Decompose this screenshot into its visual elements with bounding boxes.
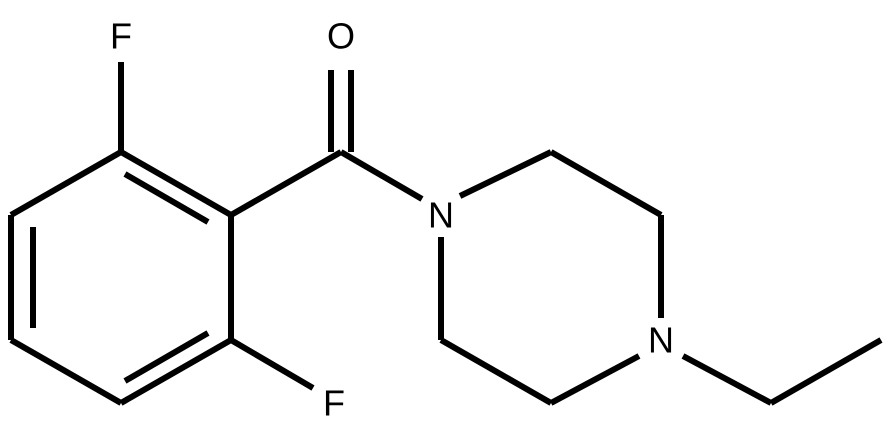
atom-label-nitrogen-4: N <box>648 320 674 361</box>
bond-ring-inner-3 <box>123 330 210 384</box>
bond-ring-c1-c2 <box>119 149 233 218</box>
bond-ring-c2-c3 <box>9 149 123 218</box>
bond-n1-c-top <box>458 149 553 199</box>
bond-c-top-c-right <box>549 149 663 218</box>
bond-c6-f-bottom <box>229 337 315 391</box>
atom-label-fluorine-bottom: F <box>323 383 345 424</box>
bond-carbonyl-n <box>339 149 424 202</box>
bond-n4-ethyl-ch2 <box>681 353 773 406</box>
bond-c1-carbonyl <box>229 149 343 218</box>
bond-ring-c4-c5 <box>9 337 123 406</box>
atom-label-fluorine-top: F <box>110 16 132 57</box>
bond-ethyl-ch2-ch3 <box>769 337 883 406</box>
bond-c-bottom-c-left <box>439 337 553 406</box>
bond-ring-c5-c6 <box>119 337 233 406</box>
atom-label-oxygen: O <box>327 16 355 57</box>
bond-n4-c-bottom <box>549 353 641 406</box>
atom-label-nitrogen-1: N <box>428 195 454 236</box>
bond-ring-inner-1 <box>123 171 210 225</box>
